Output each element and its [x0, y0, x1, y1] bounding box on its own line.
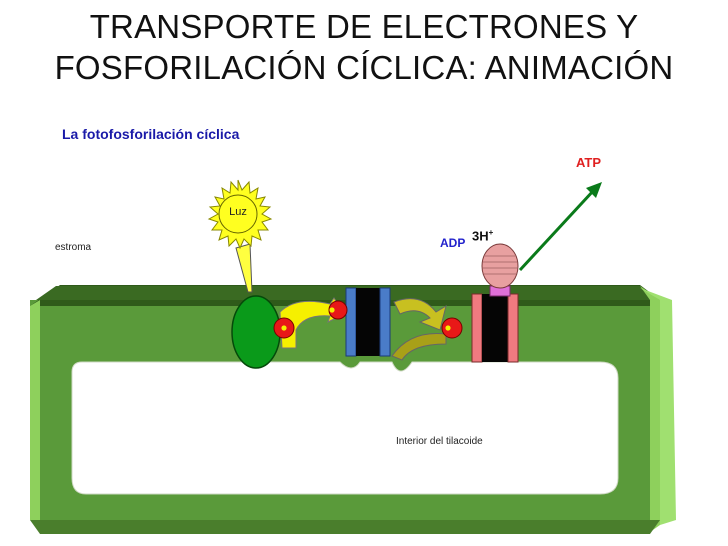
thylakoid-interior-label: Interior del tilacoide	[396, 436, 483, 447]
membrane-right-bevel	[640, 288, 676, 525]
membrane-left-bevel	[30, 300, 40, 520]
atp-synthase-right	[507, 293, 519, 363]
atp-arrow	[518, 182, 602, 272]
title-line-2: FOSFORILACIÓN CÍCLICA: ANIMACIÓN	[54, 49, 674, 86]
light-beam	[235, 243, 253, 293]
atp-synthase-core	[482, 294, 508, 362]
photosystem-i	[231, 295, 281, 369]
protons-charge: +	[488, 228, 494, 237]
electron-carrier-icon	[273, 317, 295, 339]
proton-ball-icon	[481, 243, 519, 289]
electron-flow-arrow-3	[391, 332, 447, 361]
diagram-subtitle: La fotofosforilación cíclica	[62, 126, 240, 142]
stroma-label: estroma	[55, 242, 92, 253]
membrane-right-face	[640, 286, 660, 532]
membrane-bottom-bevel	[30, 520, 660, 534]
atp-synthase-left	[471, 293, 483, 363]
adp-label: ADP	[440, 236, 466, 250]
electron-carrier-icon	[328, 300, 348, 320]
atp-label: ATP	[576, 155, 602, 170]
thylakoid-lumen	[71, 361, 619, 495]
protons-text: 3H	[472, 228, 489, 244]
cytochrome-complex-left	[345, 287, 357, 357]
protons-label: 3H+	[472, 228, 493, 243]
cytochrome-complex-right	[379, 287, 391, 357]
page-title: TRANSPORTE DE ELECTRONES Y FOSFORILACIÓN…	[0, 6, 728, 88]
electron-flow-arrow-1	[279, 297, 345, 349]
electron-flow-arrow-2	[393, 298, 447, 331]
title-line-1: TRANSPORTE DE ELECTRONES Y	[89, 8, 639, 45]
sun-icon	[207, 179, 273, 250]
electron-carrier-icon	[441, 317, 463, 339]
light-label: Luz	[229, 206, 247, 218]
cytochrome-complex-core	[356, 288, 380, 356]
